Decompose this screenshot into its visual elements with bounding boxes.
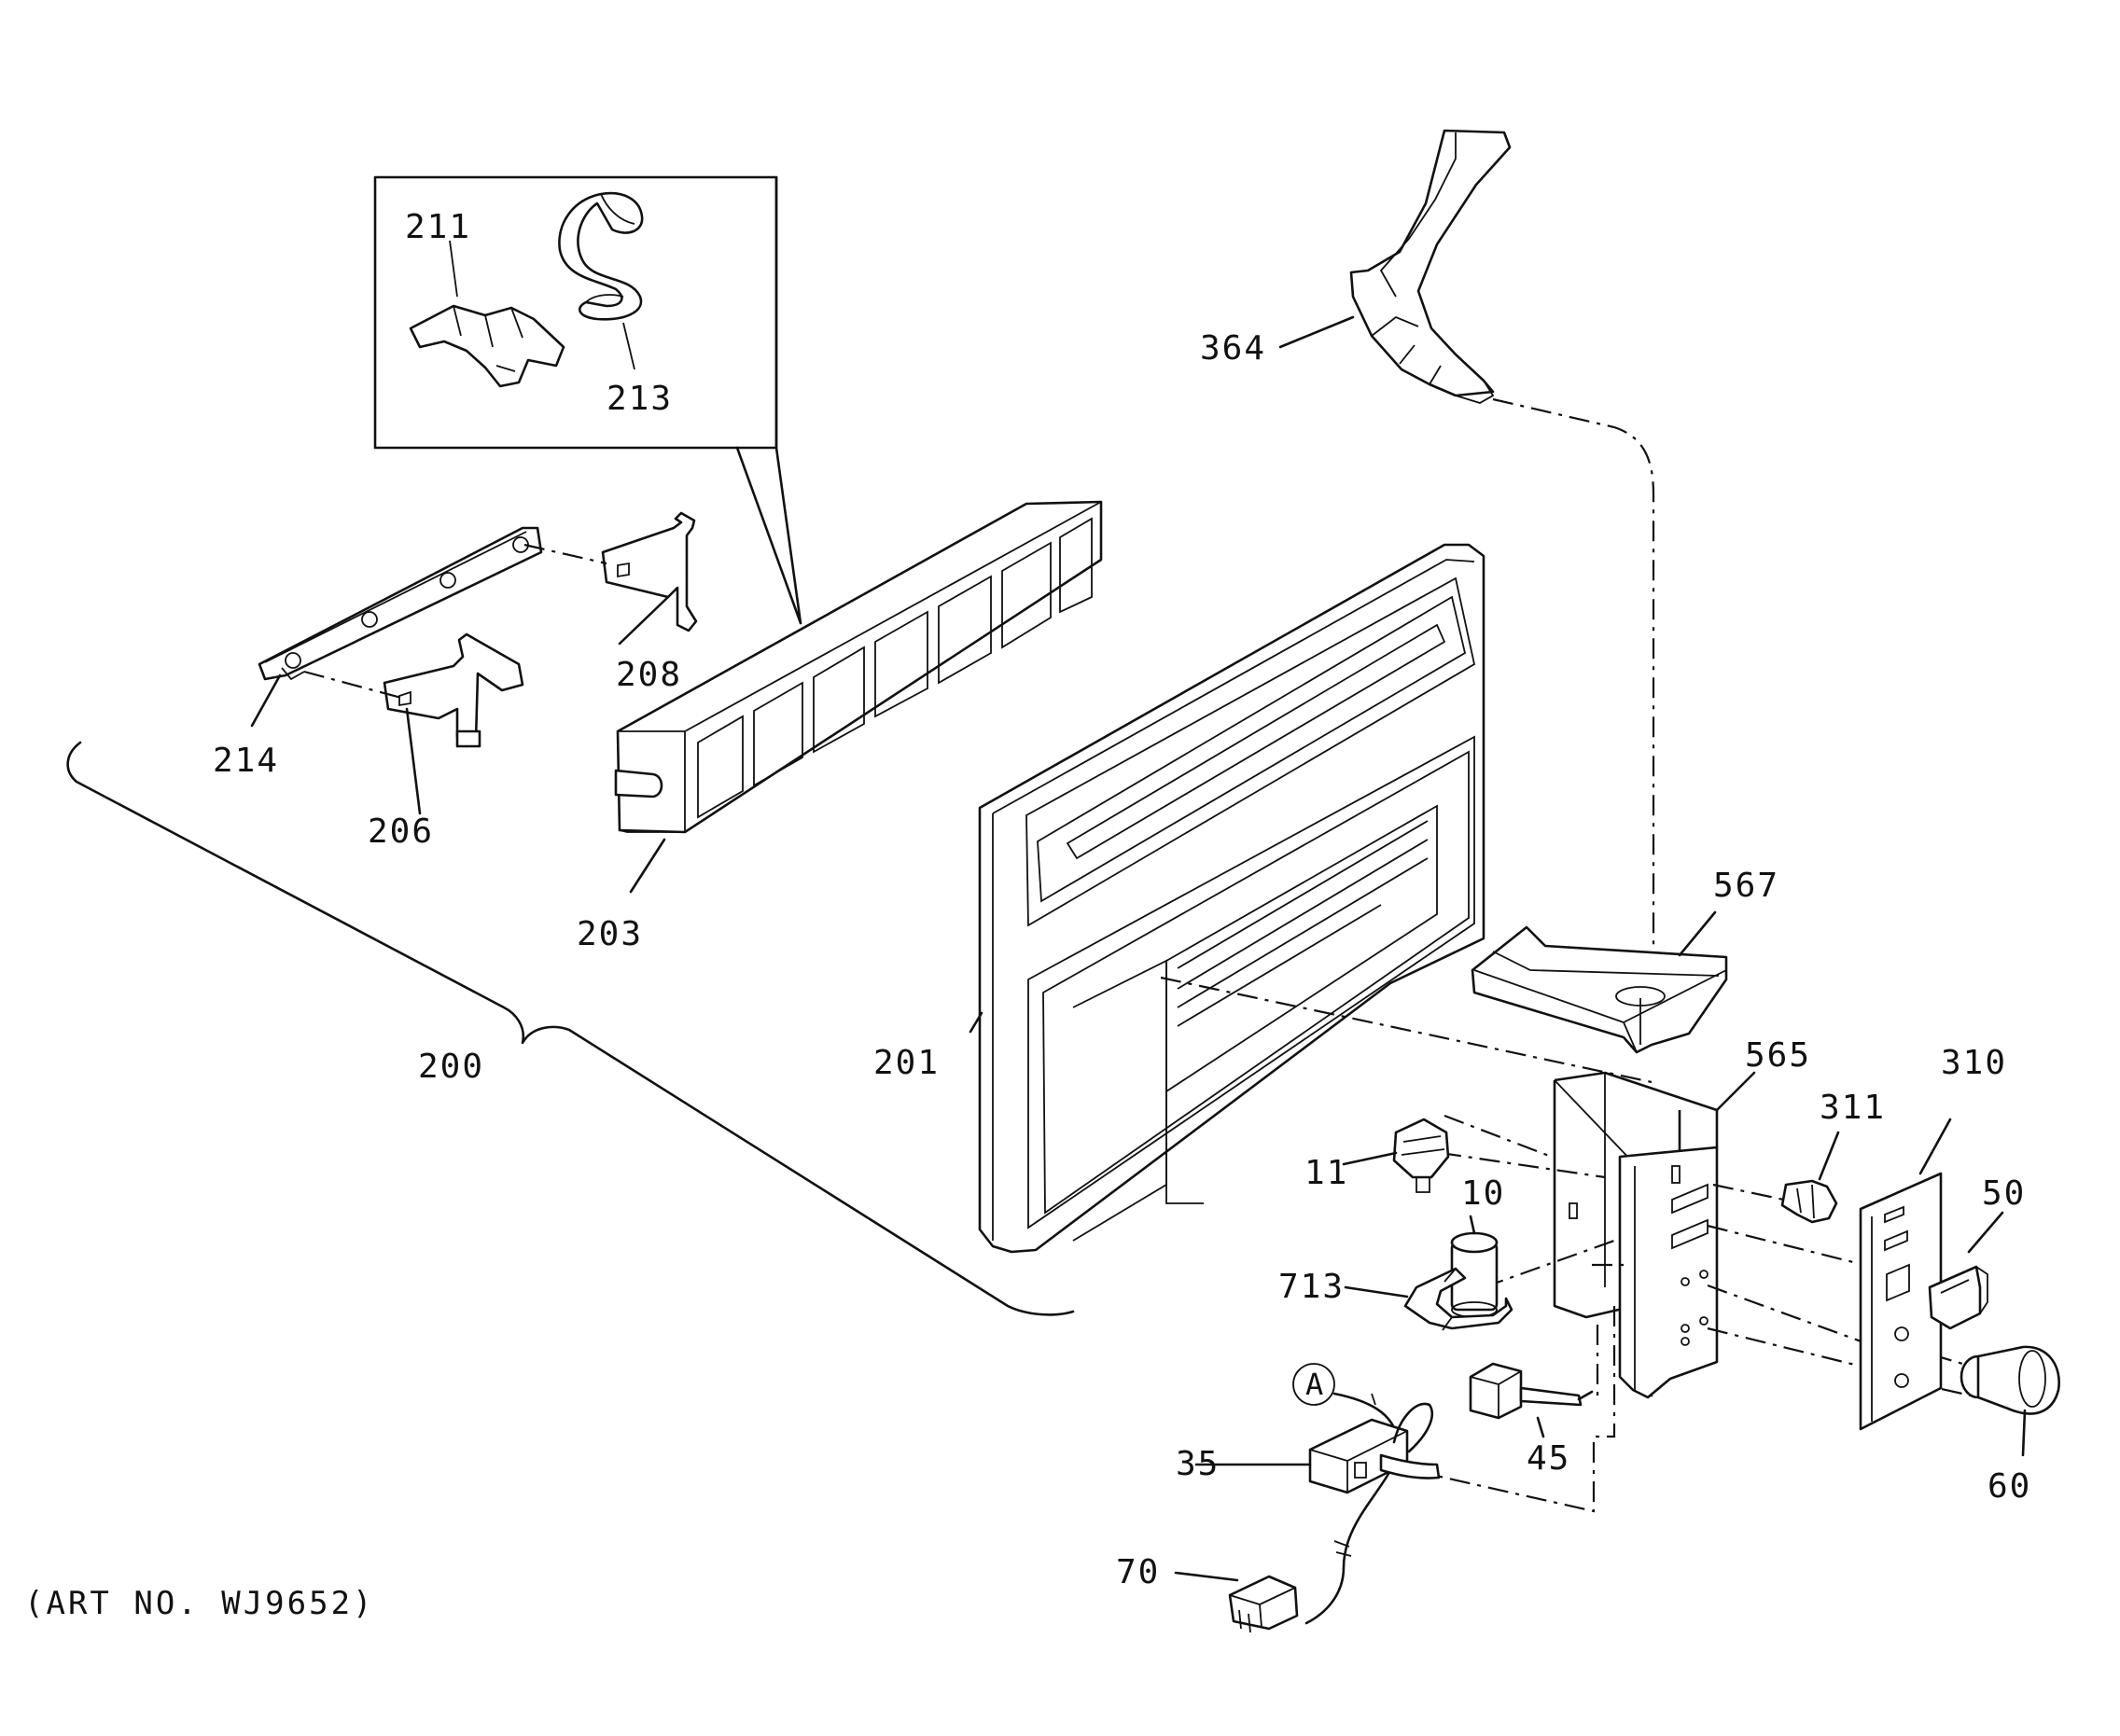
callout-206: 206 bbox=[368, 812, 435, 851]
callout-311: 311 bbox=[1820, 1089, 1887, 1127]
callout-45: 45 bbox=[1527, 1439, 1571, 1478]
part-311-bulb bbox=[1780, 1131, 1840, 1224]
part-10-capacitor bbox=[1450, 1215, 1499, 1318]
detail-inset-box bbox=[373, 175, 802, 625]
callout-713: 713 bbox=[1278, 1268, 1346, 1306]
callout-60: 60 bbox=[1988, 1467, 2032, 1506]
part-214-bar bbox=[250, 526, 543, 728]
callout-213: 213 bbox=[607, 380, 674, 418]
callout-a: A bbox=[1305, 1367, 1326, 1402]
callout-310: 310 bbox=[1941, 1044, 2008, 1082]
part-310-plate bbox=[1859, 1118, 1952, 1431]
part-208-link bbox=[523, 511, 698, 646]
part-203-louver-grille bbox=[614, 500, 1103, 894]
art-number: (ART NO. WJ9652) bbox=[24, 1585, 375, 1622]
callout-10: 10 bbox=[1461, 1174, 1506, 1213]
callout-567: 567 bbox=[1713, 867, 1780, 905]
part-201-front-panel bbox=[969, 543, 1485, 1254]
callout-70: 70 bbox=[1116, 1553, 1161, 1591]
part-213-spring-clip bbox=[558, 191, 644, 370]
callout-50: 50 bbox=[1982, 1174, 2027, 1213]
callout-11: 11 bbox=[1304, 1154, 1349, 1192]
callout-203: 203 bbox=[577, 915, 644, 953]
part-364-handle bbox=[1278, 129, 1512, 404]
part-211-clip bbox=[409, 240, 565, 388]
callout-208: 208 bbox=[616, 656, 683, 694]
part-11-sensor bbox=[1342, 1118, 1450, 1193]
callout-364: 364 bbox=[1200, 329, 1267, 368]
part-35-power-cord bbox=[1194, 1402, 1441, 1625]
group-200-bracket bbox=[66, 741, 1075, 1316]
part-713-clamp bbox=[1344, 1267, 1513, 1331]
part-206-link bbox=[303, 632, 524, 815]
callout-214: 214 bbox=[213, 742, 280, 780]
part-70-plug bbox=[1174, 1571, 1299, 1633]
callout-200: 200 bbox=[418, 1048, 485, 1086]
callout-565: 565 bbox=[1745, 1036, 1812, 1075]
part-60-knob bbox=[1960, 1345, 2060, 1457]
callout-201: 201 bbox=[873, 1044, 941, 1082]
part-50-rocker-switch bbox=[1928, 1211, 2004, 1330]
callout-35: 35 bbox=[1176, 1445, 1220, 1483]
part-45-component bbox=[1469, 1362, 1594, 1438]
part-565-control-box bbox=[1553, 1071, 1756, 1399]
callout-211: 211 bbox=[405, 208, 472, 246]
part-567-bracket bbox=[1471, 910, 1728, 1054]
